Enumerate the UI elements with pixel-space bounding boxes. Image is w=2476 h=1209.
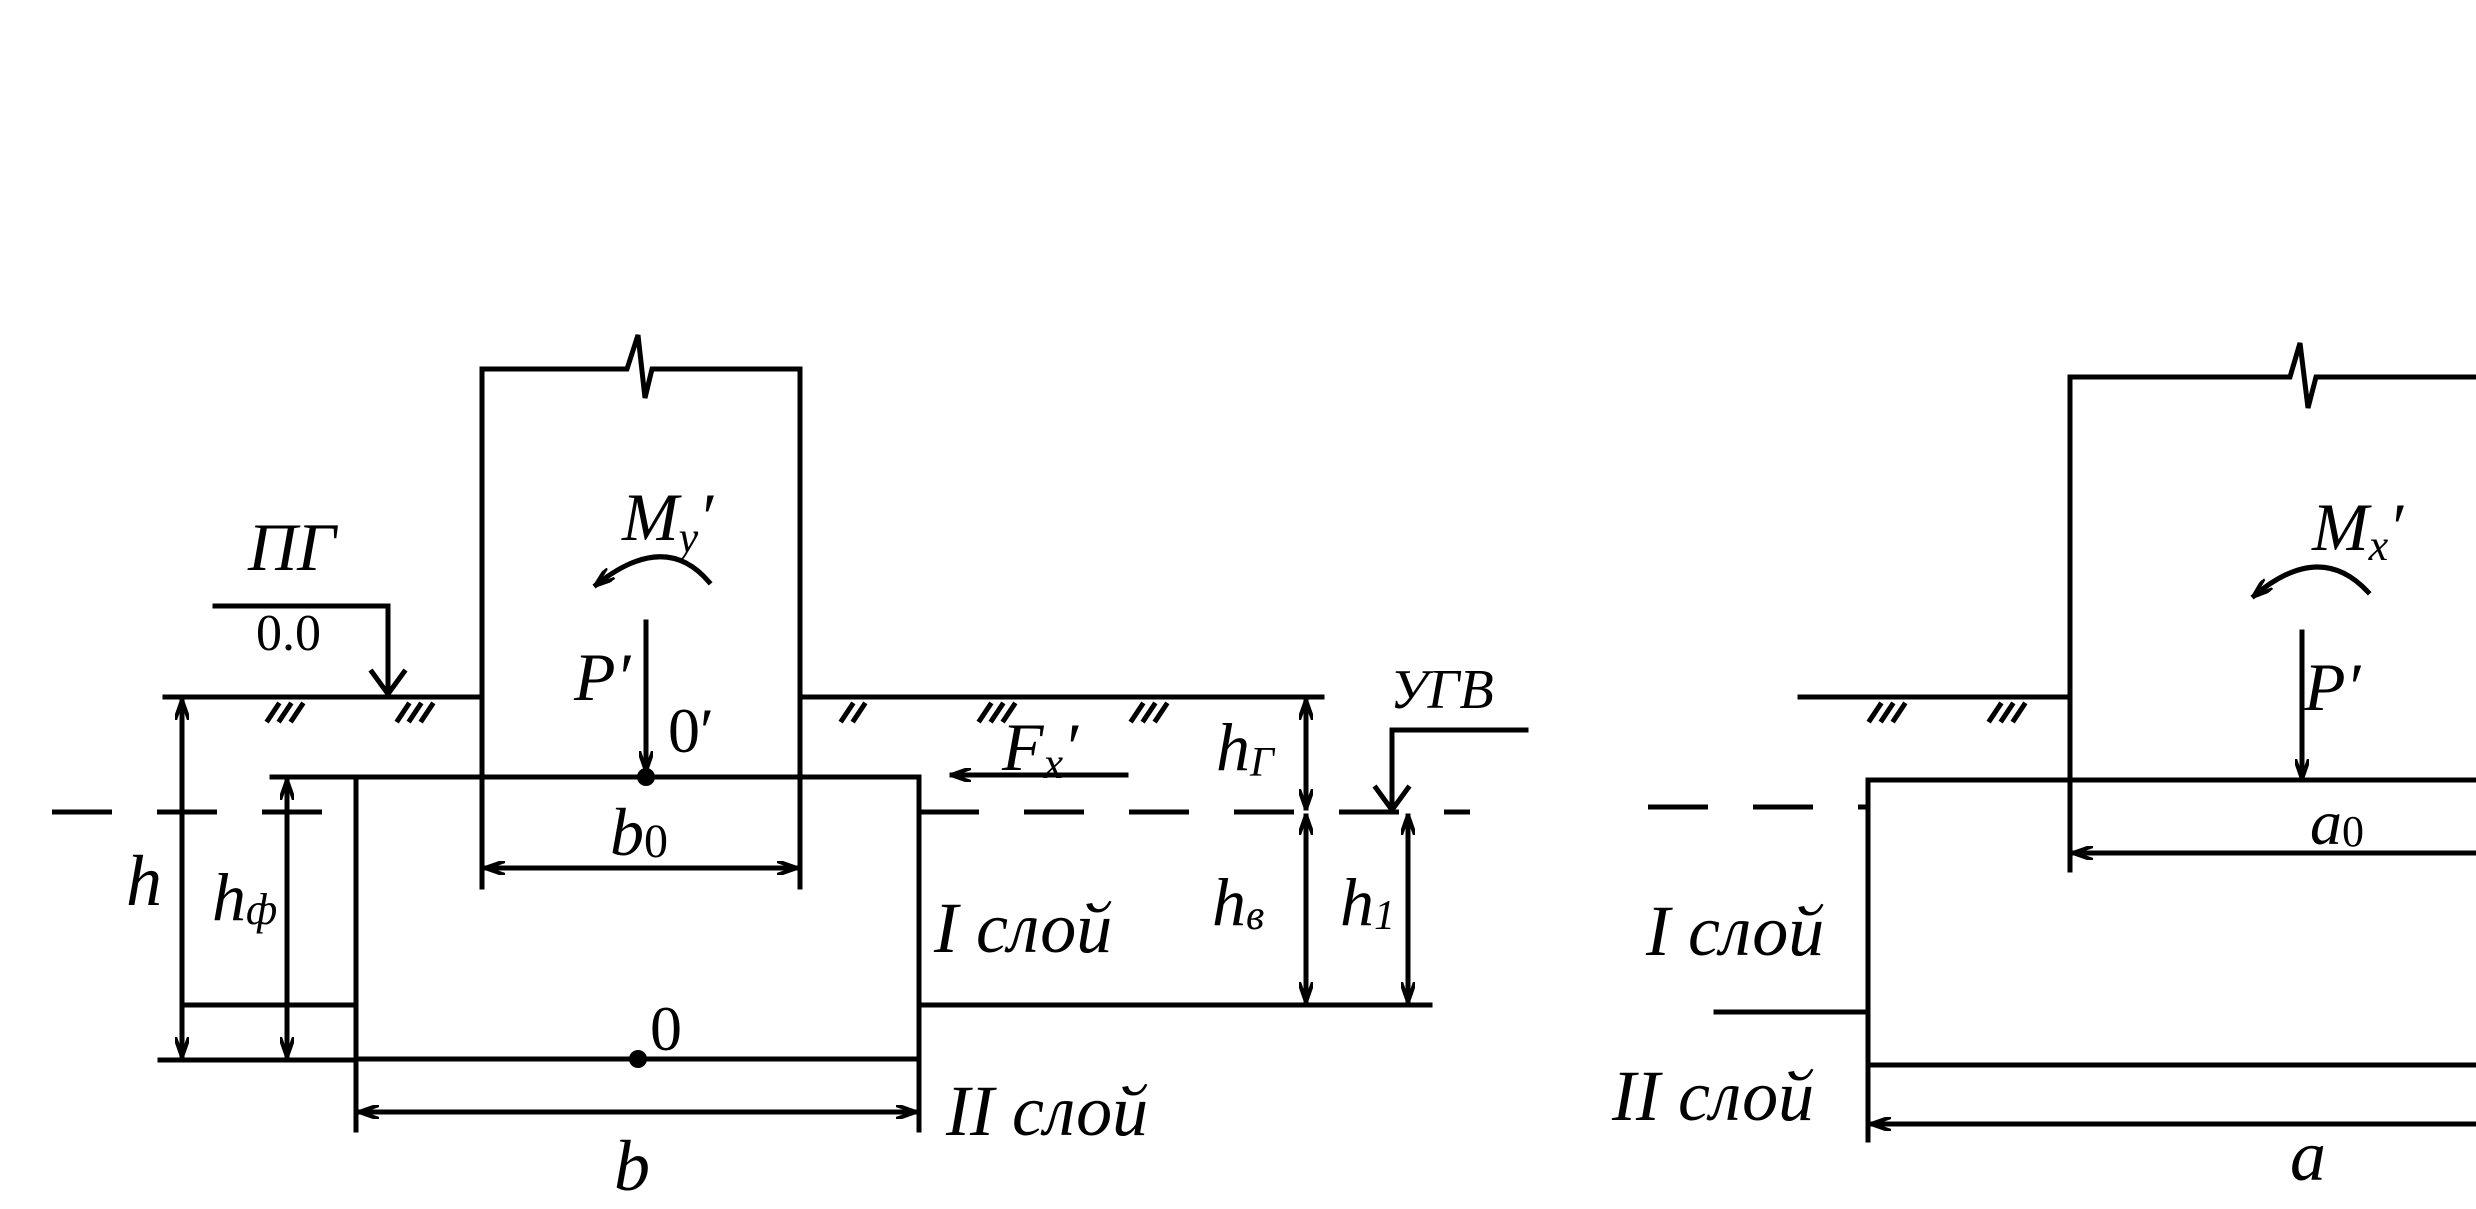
layer-2-label-left: II слой [945,1071,1148,1151]
dim-hf-label: hф [212,859,277,935]
dim-b-label: b [614,1126,650,1206]
moment-label-left: My′ [621,479,714,562]
force-p-label-left: P′ [573,639,632,715]
layer-1-label-left: I слой [933,888,1112,968]
dim-b0-label: b0 [610,794,668,870]
ground-level-arrow [368,668,408,699]
ground-level-value: 0.0 [256,605,321,662]
groundwater-level-arrow [1372,784,1412,815]
center-label-bottom: 0 [650,993,682,1064]
dim-a-label: a [2290,1116,2326,1196]
moment-label-right: Mx′ [2311,489,2404,570]
force-fx-label: Fx′ [1001,709,1079,788]
dim-hg-label: hГ [1216,709,1276,786]
ground-level-marker [212,603,391,693]
column-outline-left [479,334,803,890]
center-label-top: 0′ [668,695,714,766]
force-p-label-right: P′ [2303,649,2362,725]
ground-hatch [264,701,1170,724]
column-outline-right [2067,342,2476,873]
layer-1-label-right: I слой [1645,891,1824,971]
moment-arc-right [2254,564,2372,596]
layer-2-label-right: II слой [1611,1056,1814,1136]
groundwater-level-label: УГВ [1390,659,1494,721]
dim-a0-label: a0 [2310,787,2364,858]
left-section-drawing: ПГ 0.0 My′ P′ 0′ b0 0 b h hф [52,334,1529,1206]
ground-level-label: ПГ [247,509,338,585]
dim-h-label: h [126,841,162,921]
center-point-top [637,768,655,786]
dim-hv-label: hв [1212,864,1264,940]
center-point-bottom [629,1050,647,1068]
groundwater-level-marker [1389,727,1529,809]
ground-hatch-right [1866,701,2028,724]
dim-h1-label: h1 [1340,864,1395,940]
right-section-drawing: Mx′ P′ a0 a I слой II слой [1611,342,2476,1196]
moment-arc-left [596,554,713,585]
